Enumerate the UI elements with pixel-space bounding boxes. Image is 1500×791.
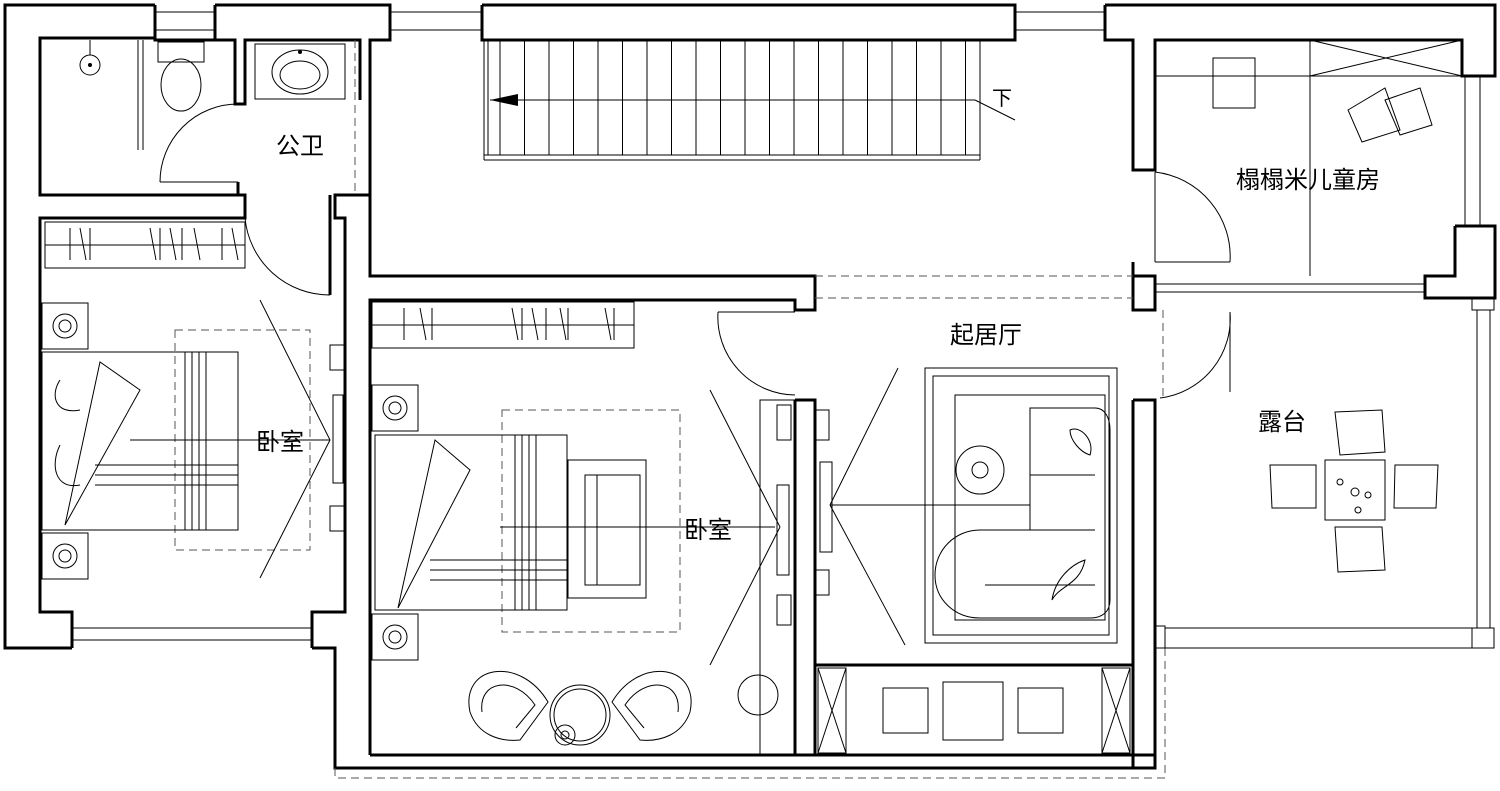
terrace-railing (1154, 297, 1495, 649)
sink-counter (254, 43, 346, 100)
stair-direction-label: 下 (992, 86, 1012, 110)
wardrobes (44, 221, 1131, 756)
wall-bath-right (215, 3, 392, 648)
round-table-icon (549, 684, 611, 746)
living-sofa (829, 367, 1118, 741)
wall-stair-top (480, 3, 1017, 42)
room-label-bedroom-middle: 卧室 (684, 516, 732, 544)
nightstand-lamp-icon (371, 384, 419, 432)
cabinet-left (817, 667, 847, 754)
terrace-chair-icon (1334, 409, 1386, 456)
wall-bath-divider (213, 5, 362, 106)
sofa-icon (934, 407, 1111, 619)
terrace-table-icon (1324, 459, 1386, 521)
coffee-table-icon (942, 681, 1004, 741)
cabinet-right (1101, 667, 1131, 754)
wall-living-right (1131, 398, 1157, 770)
toilet-tank-icon (157, 41, 205, 63)
armchair-icon (468, 670, 549, 741)
wall-top-left (3, 3, 155, 650)
nightstand-lamp-icon (41, 532, 89, 580)
lounge-chairs (468, 670, 779, 746)
cushion-icon (1384, 87, 1433, 136)
stool-icon (1017, 687, 1064, 734)
room-label-terrace: 露台 (1258, 408, 1306, 436)
room-label-living-room: 起居厅 (950, 321, 1022, 349)
toilet-icon (160, 58, 202, 112)
wall-left-bottom (312, 646, 1133, 770)
staircase (483, 40, 1016, 161)
wall-kids-right (1423, 224, 1497, 300)
kids-room (1155, 39, 1463, 276)
bench-sofa (567, 459, 647, 599)
nightstand-lamp-icon (371, 613, 419, 661)
side-table-icon (955, 445, 1005, 495)
doors (159, 103, 1231, 399)
bed-middle (259, 299, 781, 666)
wall-living-left (793, 398, 817, 757)
dashed-outlines (174, 40, 1166, 779)
nightstand-lamp-icon (41, 302, 89, 350)
terrace-chair-icon (1393, 464, 1439, 509)
walls (3, 3, 1497, 770)
terrace-chair-icon (1334, 526, 1386, 573)
wall-bath-lower (153, 38, 215, 42)
stool-icon (882, 687, 929, 734)
bed-left (41, 302, 330, 580)
stair-arrow-icon (490, 94, 518, 106)
wall-corridor (368, 195, 817, 755)
bath-fixtures (79, 40, 346, 150)
room-label-kids-room: 榻榻米儿童房 (1236, 166, 1380, 194)
terrace-chair-icon (1269, 464, 1317, 509)
desk-icon (1212, 57, 1256, 109)
room-label-public-bath: 公卫 (276, 132, 324, 160)
wall-kids-bottom (1131, 262, 1157, 312)
room-label-bedroom-left: 卧室 (256, 428, 304, 456)
cushion-icon (1347, 87, 1401, 143)
terrace-furniture (1269, 409, 1439, 573)
wall-bath-outer (38, 5, 247, 648)
plant-pot-icon (737, 674, 779, 716)
wall-right-upper (1103, 3, 1497, 172)
windows (72, 11, 1481, 641)
armchair-icon (611, 670, 692, 741)
